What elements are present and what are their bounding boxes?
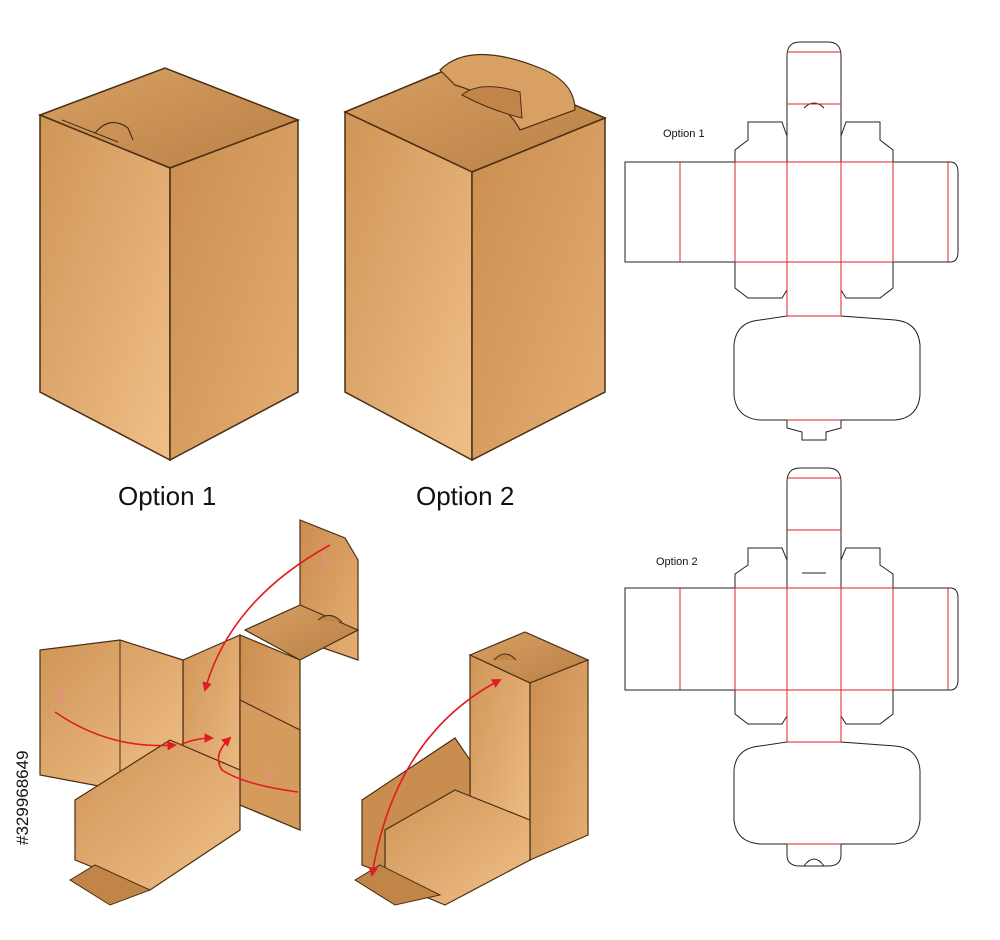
box1-front-face [39, 113, 171, 462]
dieline-option-1: Option 1 [624, 41, 959, 441]
dieline1-cut-outline [624, 41, 959, 441]
assembly1-bottom-tuck [69, 864, 152, 906]
box-option-1 [37, 67, 301, 462]
dieline2-caption: Option 2 [656, 556, 698, 568]
box1-caption: Option 1 [118, 481, 216, 511]
assembly1-thumb-notch [317, 615, 343, 623]
assembly1-bottom-flap [74, 739, 241, 891]
box2-tuck-slot [461, 86, 523, 119]
assembly2-side-face [529, 659, 589, 861]
dieline2-cut-outline [624, 467, 959, 867]
assembly2-thumb-notch [493, 653, 517, 661]
dieline2-fold-lines [679, 477, 949, 845]
box1-side-face [169, 118, 299, 462]
box2-side-face [471, 116, 606, 462]
assembly1-arrow-2 [217, 736, 299, 793]
box2-caption: Option 2 [416, 481, 514, 511]
box1-tuck-slot [94, 122, 134, 141]
dieline-option-2: Option 2 [624, 467, 959, 867]
assembly-step-view-1: 1 2 3 [39, 519, 360, 906]
step-number-3: 3 [55, 686, 65, 706]
assembly2-arrow [368, 679, 502, 877]
step-number-1: 1 [320, 552, 330, 572]
dieline2-thumb-notch [803, 858, 825, 867]
stock-id-label: #329968649 [13, 750, 32, 845]
assembly-step-view-2 [354, 631, 590, 906]
box2-front-face [344, 110, 473, 462]
assembly1-arrow-3b [179, 733, 214, 746]
dieline1-thumb-notch [803, 102, 825, 109]
dieline1-caption: Option 1 [663, 128, 705, 140]
box1-tuck-line [61, 119, 119, 143]
box-option-2 [343, 53, 607, 462]
dieline1-fold-lines [679, 51, 949, 421]
step-number-2: 2 [265, 762, 275, 782]
assembly1-arrow-3 [54, 711, 177, 751]
assembly1-arrow-1 [202, 544, 331, 692]
